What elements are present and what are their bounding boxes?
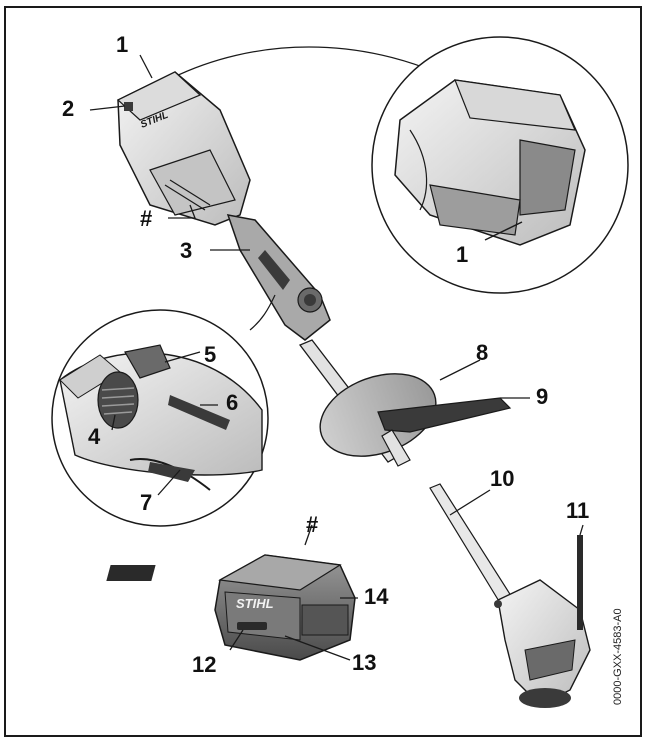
callout-10: 10 (490, 466, 515, 491)
callout-hash-battery: # (306, 512, 319, 537)
motor-housing: STIHL (116, 71, 251, 226)
cutting-head (429, 483, 591, 708)
battery-compartment-detail (371, 36, 629, 294)
speed-dial-icon (97, 371, 139, 429)
callout-14: 14 (364, 584, 389, 609)
lock-button-icon (124, 344, 171, 379)
callout-4: 4 (88, 424, 101, 449)
callout-12: 12 (192, 652, 217, 677)
callout-8: 8 (476, 340, 489, 365)
callout-1-top: 1 (116, 32, 129, 57)
battery-pack: STIHL (106, 554, 356, 661)
callout-1-detail: 1 (456, 242, 469, 267)
callout-11: 11 (566, 498, 590, 523)
callout-3: 3 (180, 238, 193, 263)
figure-code: 0000-GXX-4583-A0 (612, 608, 624, 705)
trigger-lockout-icon (168, 395, 230, 430)
assembly-rod (577, 535, 583, 630)
callout-hash-motor: # (140, 206, 153, 231)
ventilation-slot-icon (124, 102, 133, 111)
callout-9: 9 (536, 384, 549, 409)
battery-logo: STIHL (236, 596, 274, 611)
callout-2: 2 (62, 96, 75, 121)
deflector-and-handle (319, 373, 512, 467)
callout-5: 5 (204, 342, 217, 367)
callout-6: 6 (226, 390, 239, 415)
handle-detail (51, 294, 276, 527)
charge-indicator-icon (237, 622, 267, 630)
callout-7: 7 (140, 490, 153, 515)
trigger-icon (148, 462, 195, 482)
callout-leaders (89, 54, 584, 661)
callout-13: 13 (352, 650, 377, 675)
